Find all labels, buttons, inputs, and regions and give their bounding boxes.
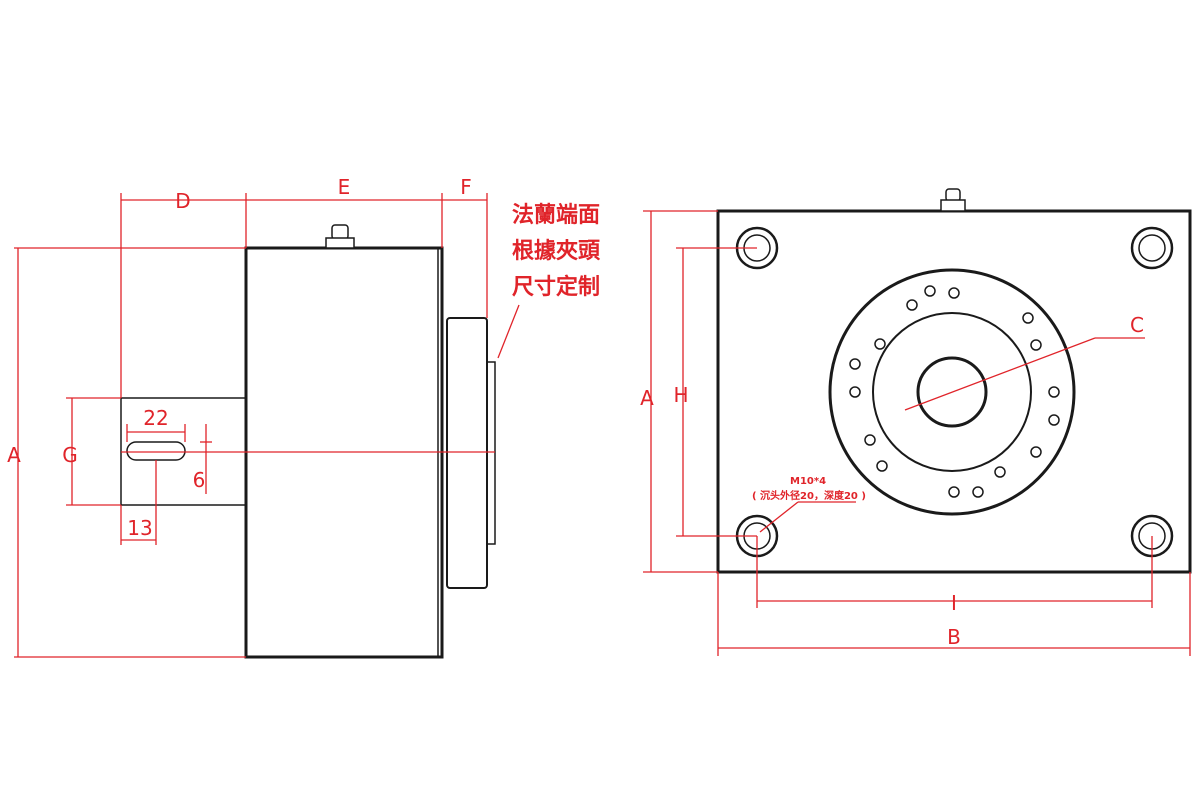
flange	[446, 317, 488, 589]
grease-nipple	[325, 224, 355, 249]
front-dimensions	[643, 210, 1191, 656]
dim-label-6: 6	[193, 468, 206, 492]
flange-note-line-2: 根據夾頭	[512, 239, 601, 264]
flange-inner-circle	[872, 312, 1032, 472]
front-view: A H C I B M10*4 ( 沉头外径20，深度20 )	[640, 188, 1192, 656]
dim-label-h: H	[673, 383, 688, 407]
flange-note-line-1: 法蘭端面	[512, 203, 600, 228]
dim-label-d: D	[175, 189, 190, 213]
side-view: D E F A G 22 6 13 法蘭端面 根據夾頭 尺寸定制	[7, 175, 601, 659]
dim-label-i: I	[951, 591, 957, 615]
flange-face	[486, 361, 496, 545]
dim-label-e: E	[338, 175, 351, 199]
dim-label-22: 22	[143, 406, 168, 430]
dim-label-g: G	[62, 443, 78, 467]
front-grease-nipple	[940, 188, 966, 212]
flange-note-line-3: 尺寸定制	[512, 274, 600, 300]
dim-label-b: B	[947, 625, 961, 649]
dim-label-a-side: A	[7, 443, 21, 467]
dim-label-a-front: A	[640, 386, 654, 410]
side-dimensions	[14, 193, 520, 658]
hole-thread-callout: M10*4	[790, 476, 826, 487]
dim-label-13: 13	[127, 516, 152, 540]
dim-label-f: F	[460, 175, 472, 199]
dim-label-c: C	[1130, 313, 1144, 337]
bolt-hole-ring	[849, 285, 1060, 498]
hole-detail-callout: ( 沉头外径20，深度20 )	[752, 489, 866, 502]
corner-hole-top-right	[1130, 226, 1174, 270]
